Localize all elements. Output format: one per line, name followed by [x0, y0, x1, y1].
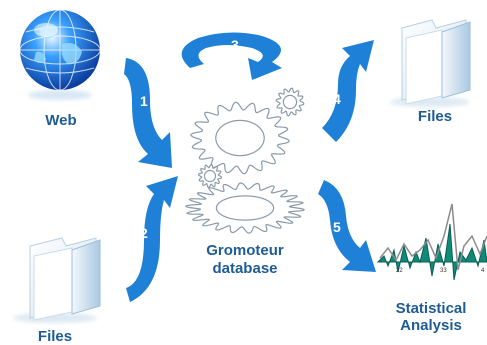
database-label-line2: database [212, 260, 278, 277]
arrow-number-5: 5 [333, 219, 341, 235]
globe-icon [19, 9, 101, 100]
gear-icon-large-bottom [184, 182, 306, 234]
folder-icon-right [390, 19, 471, 107]
arrow-1 [124, 58, 172, 168]
arrow-2 [126, 176, 178, 302]
files-label-right: Files [417, 108, 453, 125]
files-label-left: Files [37, 328, 73, 345]
arrow-3 [181, 32, 282, 80]
chart-tick-1: 22 [396, 268, 403, 274]
chart-tick-2: 33 [440, 268, 447, 274]
chart-area [376, 223, 487, 281]
stats-label: Statistical Analysis [376, 300, 486, 334]
stats-label-line1: Statistical [395, 300, 467, 317]
database-label: Gromoteur database [190, 242, 300, 278]
gear-icon-small-top [275, 87, 305, 117]
arrow-number-4: 4 [333, 91, 341, 107]
chart-tick-3: 4 [481, 268, 485, 274]
gear-icon-large-top [190, 101, 290, 175]
arrow-5 [318, 180, 376, 272]
statistics-chart-icon: 22 33 4 [376, 203, 487, 281]
web-label: Web [45, 112, 77, 129]
arrow-4 [322, 40, 374, 142]
arrow-number-1: 1 [140, 93, 148, 109]
stats-label-line2: Analysis [400, 317, 462, 334]
arrow-number-2: 2 [140, 225, 148, 241]
chart-line [379, 203, 487, 271]
gear-icon-small-middle [197, 163, 223, 189]
arrow-number-3: 3 [231, 37, 239, 53]
database-label-line1: Gromoteur [206, 242, 284, 259]
folder-icon-left [13, 237, 101, 323]
